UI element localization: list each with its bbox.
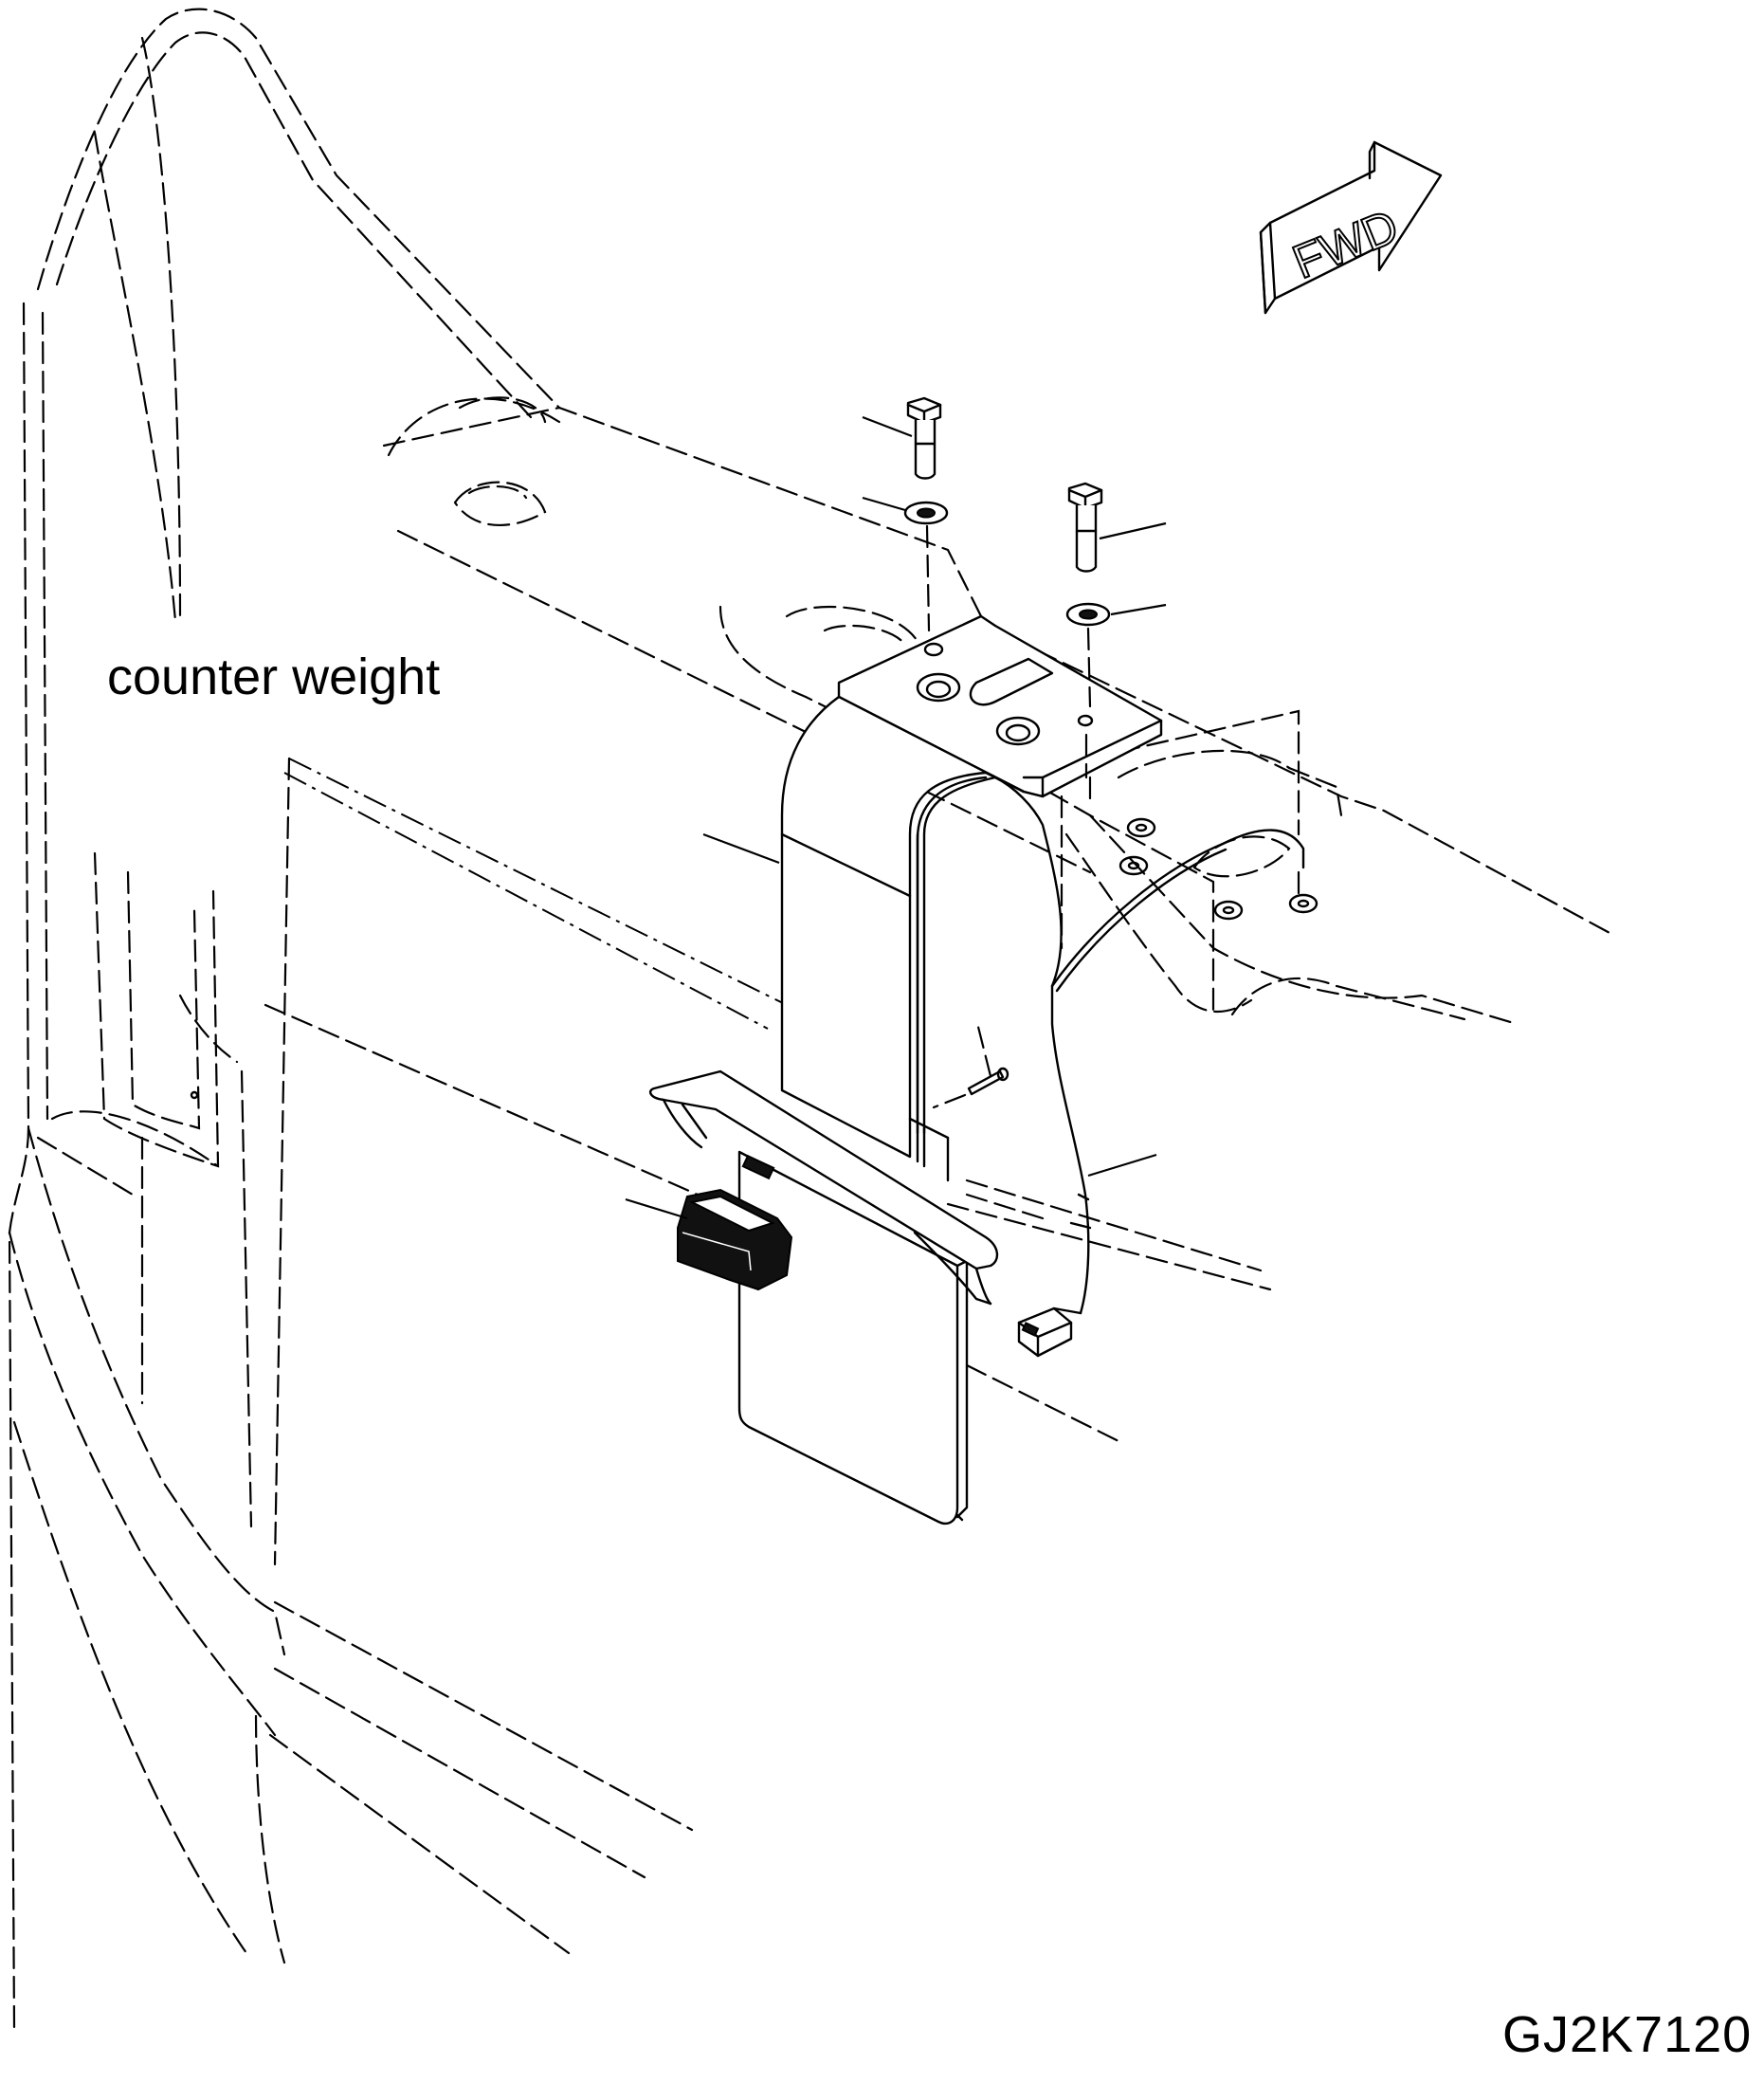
connector [1017,1306,1082,1358]
screw [932,1017,1009,1109]
washer-1 [903,501,949,525]
counter-weight-label: counter weight [107,649,441,705]
license-plate [737,1150,1120,1526]
callout-leaders [625,415,1167,1220]
washer-2 [1065,602,1111,627]
forward-direction-arrow: FWD [1259,140,1443,315]
wiring-harness [916,776,1305,1315]
lamp-hood [648,1069,999,1306]
bracket [780,614,1163,1182]
bolt-1 [906,396,942,480]
lamp [677,1188,793,1291]
bolt-2 [1067,482,1103,573]
drawing-code-label: GJ2K7120 [1502,2006,1753,2063]
